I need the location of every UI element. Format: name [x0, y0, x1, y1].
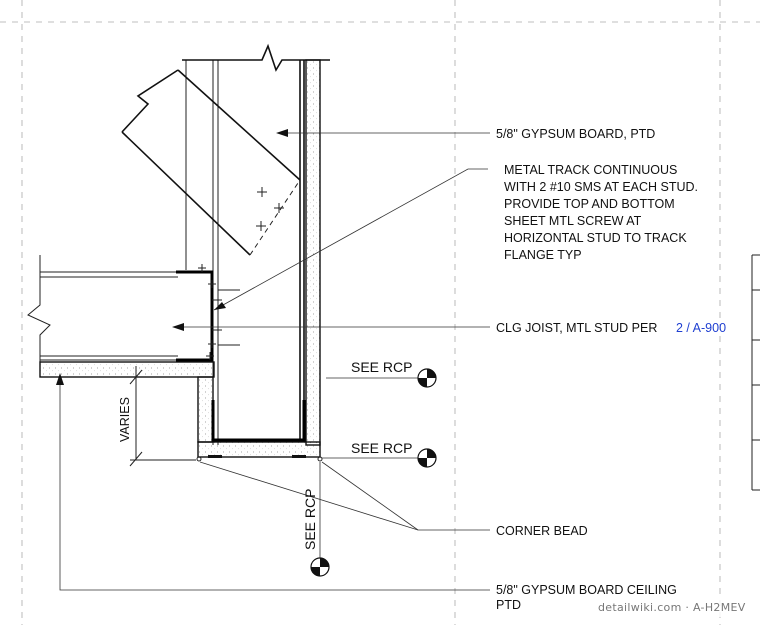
- watermark-text: detailwiki.com · A-H2MEV: [598, 601, 746, 614]
- note-gypsum-wall: 5/8" GYPSUM BOARD, PTD: [496, 127, 655, 141]
- note-metal-track-line: WITH 2 #10 SMS AT EACH STUD.: [504, 180, 698, 194]
- rcp-target-1: [417, 368, 437, 388]
- see-rcp-label-3: SEE RCP: [302, 489, 318, 550]
- sloped-member: [121, 69, 301, 256]
- soffit-box: [196, 376, 323, 462]
- rcp-target-3: [310, 557, 330, 577]
- note-metal-track-line: HORIZONTAL STUD TO TRACK: [504, 231, 687, 245]
- ceiling-joist: [27, 255, 240, 365]
- clg-joist-reference-link[interactable]: 2 / A-900: [676, 321, 726, 335]
- note-metal-track: METAL TRACK CONTINUOUS WITH 2 #10 SMS AT…: [504, 163, 698, 262]
- note-corner-bead: CORNER BEAD: [496, 524, 588, 538]
- note-metal-track-line: PROVIDE TOP AND BOTTOM: [504, 197, 675, 211]
- note-metal-track-line: SHEET MTL SCREW AT: [504, 214, 642, 228]
- note-metal-track-line: FLANGE TYP: [504, 248, 582, 262]
- note-metal-track-line: METAL TRACK CONTINUOUS: [504, 163, 677, 177]
- rcp-target-2: [417, 448, 437, 468]
- note-gypsum-ceiling-ptd: PTD: [496, 598, 521, 612]
- note-gypsum-ceiling: 5/8" GYPSUM BOARD CEILING: [496, 583, 677, 597]
- note-clg-joist: CLG JOIST, MTL STUD PER: [496, 321, 657, 335]
- dimension-varies-label: VARIES: [118, 397, 132, 442]
- title-block-edge: [751, 254, 760, 491]
- dimension-varies: VARIES: [118, 366, 196, 467]
- ceiling-gypsum: [39, 361, 215, 378]
- leader-lines: [56, 129, 490, 591]
- see-rcp-label-2: SEE RCP: [351, 440, 412, 456]
- screw-marks: [256, 187, 284, 231]
- see-rcp-label-1: SEE RCP: [351, 359, 412, 375]
